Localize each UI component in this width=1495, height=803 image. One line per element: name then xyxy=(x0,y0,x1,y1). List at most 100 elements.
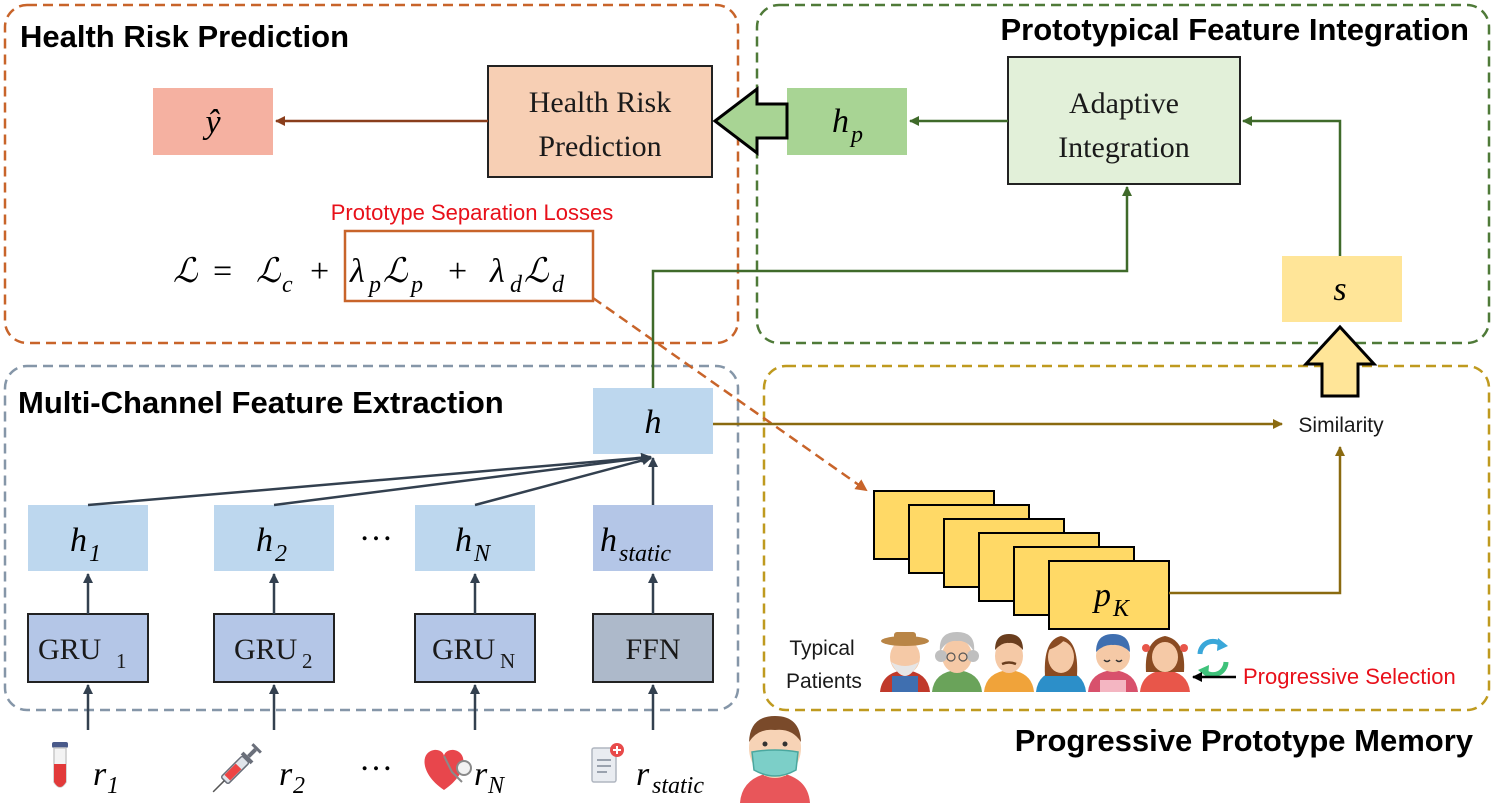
y-hat-box xyxy=(153,88,273,155)
similarity-to-s-block-arrow xyxy=(1302,324,1378,398)
loss-plus-2: + xyxy=(448,253,467,290)
loss-plus-1: + xyxy=(310,253,329,290)
s-to-adaptive-arrow xyxy=(1242,116,1342,256)
h-p-sub: p xyxy=(849,122,863,148)
grun-sub: N xyxy=(500,649,515,673)
refresh-cycle-icon xyxy=(1197,638,1229,678)
man-avatar-icon xyxy=(984,634,1034,692)
prototype-stack xyxy=(873,490,1170,630)
h-to-adaptive-arrow xyxy=(651,186,1132,388)
r2-label: r xyxy=(279,756,293,793)
masked-patient-icon xyxy=(740,716,810,803)
r2-sub: 2 xyxy=(293,773,305,799)
hstatic-label: h xyxy=(600,522,617,559)
typical-patients-label-line1: Typical xyxy=(789,637,854,660)
h-p-label: h xyxy=(832,103,849,140)
r1-sub: 1 xyxy=(107,773,119,799)
grun-label: GRU xyxy=(432,633,496,666)
h1-to-h-arrow xyxy=(87,452,651,507)
loss-L: ℒ xyxy=(173,253,199,290)
typical-patients-label-line2: Patients xyxy=(786,670,862,693)
separation-loss-highlight-box xyxy=(343,229,595,303)
r1-label: r xyxy=(93,756,107,793)
h1-box xyxy=(28,505,148,571)
pk-sub: K xyxy=(1112,596,1131,622)
health-risk-prediction-label-line1: Health Risk xyxy=(529,86,672,119)
hn-to-h-arrow xyxy=(474,455,652,507)
rstatic-label: r xyxy=(636,756,650,793)
pk-label: p xyxy=(1092,577,1111,614)
health-risk-prediction-frame xyxy=(3,3,740,345)
prototype-card-pk xyxy=(1048,560,1170,630)
loss-to-prototypes-dashed-arrow xyxy=(592,296,868,492)
hn-sub: N xyxy=(473,541,492,567)
s-label: s xyxy=(1333,271,1346,308)
loss-Lp: ℒ xyxy=(383,253,409,290)
gru2-box xyxy=(213,613,335,683)
gru2-sub: 2 xyxy=(302,649,313,673)
adaptive-integration-label-line1: Adaptive xyxy=(1069,87,1179,120)
h1-sub: 1 xyxy=(89,541,101,567)
gru1-box xyxy=(27,613,149,683)
progressive-prototype-memory-title: Progressive Prototype Memory xyxy=(1015,723,1474,758)
h2-sub: 2 xyxy=(275,541,287,567)
prototypical-feature-integration-title: Prototypical Feature Integration xyxy=(1000,12,1469,47)
progressive-selection-label: Progressive Selection xyxy=(1243,664,1456,689)
medical-report-icon xyxy=(591,743,624,783)
hn-box xyxy=(415,505,535,571)
h-p-box xyxy=(787,88,907,155)
grun-box xyxy=(414,613,536,683)
loss-Ld-sub: d xyxy=(552,272,565,298)
hp-to-hrp-block-arrow xyxy=(712,85,789,157)
girl-avatar-icon xyxy=(1140,636,1190,692)
h-box xyxy=(593,388,713,454)
loss-Ld: ℒ xyxy=(524,253,550,290)
prototype-separation-losses-caption: Prototype Separation Losses xyxy=(331,200,614,225)
progressive-prototype-memory-frame xyxy=(762,364,1491,712)
grandma-avatar-icon xyxy=(932,632,982,692)
ffn-label: FFN xyxy=(625,633,680,666)
s-box xyxy=(1282,256,1402,322)
multi-channel-feature-extraction-frame xyxy=(3,364,740,712)
y-hat-label: ŷ xyxy=(202,104,221,141)
loss-equation: ℒ = ℒ c + λ p ℒ p + λ d ℒ d xyxy=(173,253,565,298)
loss-Lc: ℒ xyxy=(256,253,282,290)
gru1-sub: 1 xyxy=(116,649,127,673)
adaptive-integration-box xyxy=(1007,56,1241,185)
rn-sub: N xyxy=(487,773,506,799)
loss-lambda-d: λ xyxy=(489,253,505,290)
gru1-label: GRU xyxy=(38,633,102,666)
health-risk-prediction-label-line2: Prediction xyxy=(538,130,661,163)
h2-box xyxy=(214,505,334,571)
test-tube-icon xyxy=(52,742,68,788)
hstatic-box xyxy=(593,505,713,571)
loss-lambda-d-sub: d xyxy=(510,272,523,298)
heart-stethoscope-icon xyxy=(424,749,472,790)
farmer-avatar-icon xyxy=(880,632,930,692)
rn-label: r xyxy=(474,756,488,793)
child-avatar-icon xyxy=(1088,634,1138,692)
loss-equals: = xyxy=(213,253,232,290)
multi-channel-feature-extraction-title: Multi-Channel Feature Extraction xyxy=(18,385,504,420)
woman-avatar-icon xyxy=(1036,636,1086,692)
loss-Lc-sub: c xyxy=(282,272,293,298)
loss-lambda-p-sub: p xyxy=(367,272,381,298)
hn-label: h xyxy=(455,522,472,559)
h1-label: h xyxy=(70,522,87,559)
similarity-label: Similarity xyxy=(1298,414,1384,437)
rstatic-sub: static xyxy=(652,773,704,799)
channel-ellipsis: … xyxy=(359,511,393,548)
loss-Lp-sub: p xyxy=(409,272,423,298)
input-ellipsis: … xyxy=(359,741,393,778)
h2-to-h-arrow xyxy=(273,453,652,507)
pk-to-similarity-arrow xyxy=(1169,446,1345,595)
gru2-label: GRU xyxy=(234,633,298,666)
health-risk-prediction-title: Health Risk Prediction xyxy=(20,19,349,54)
loss-lambda-p: λ xyxy=(349,253,365,290)
prototypical-feature-integration-frame xyxy=(755,3,1491,345)
h2-label: h xyxy=(256,522,273,559)
syringe-icon xyxy=(212,743,262,793)
hstatic-sub: static xyxy=(619,541,671,567)
